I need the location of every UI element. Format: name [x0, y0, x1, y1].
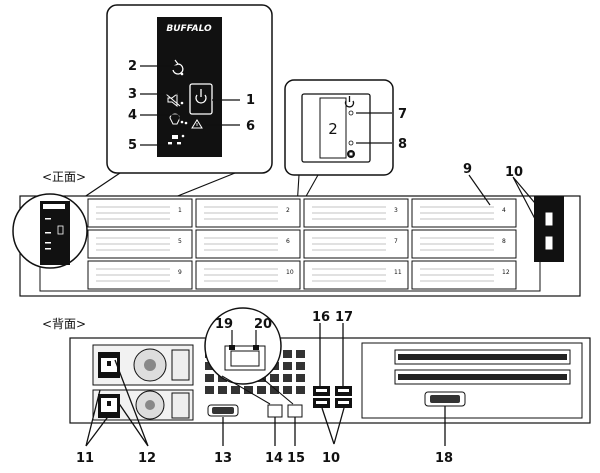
front-section-label: <正面> [42, 170, 86, 184]
vent-slot [205, 374, 214, 382]
callout-1: 1 [246, 93, 255, 108]
error-led [184, 121, 188, 125]
callout-10-rear: 10 [322, 451, 340, 466]
lan-port-1[interactable] [267, 404, 283, 418]
drive-bay-2[interactable]: 2 [195, 198, 301, 228]
drive-bay-label: 12 [502, 269, 510, 276]
vent-slot [205, 362, 214, 370]
front-panel-callout: BUFFALO [61, 4, 273, 237]
vent-slot [283, 374, 292, 382]
callout-4: 4 [128, 108, 137, 123]
callout-19: 19 [215, 317, 233, 332]
lock-icon [347, 150, 355, 158]
vent-slot [231, 386, 240, 394]
drive-bay-10[interactable]: 10 [195, 260, 301, 290]
lan-port-2[interactable] [287, 404, 303, 418]
vent-slot [296, 386, 305, 394]
callout-3: 3 [128, 87, 137, 102]
callout-18: 18 [435, 451, 453, 466]
vent-slot [257, 386, 266, 394]
drive-bay-label: 5 [178, 238, 182, 245]
callout-11: 11 [76, 451, 94, 466]
callout-13: 13 [214, 451, 232, 466]
drive-bay-5[interactable]: 5 [87, 229, 193, 259]
drive-bay-label: 6 [286, 238, 290, 245]
vent-slot [270, 386, 279, 394]
drive-bay-9[interactable]: 9 [87, 260, 193, 290]
power-supply-2 [92, 389, 194, 421]
usb-icon [544, 211, 554, 251]
vent-slot [283, 386, 292, 394]
drive-bay-3[interactable]: 3 [303, 198, 409, 228]
drive-bay-label: 9 [178, 269, 182, 276]
callout-10-front: 10 [505, 165, 523, 180]
drive-bay-label: 3 [394, 207, 398, 214]
callout-15: 15 [287, 451, 305, 466]
drive-bay-label: 4 [502, 207, 506, 214]
callout-14: 14 [265, 451, 283, 466]
drive-bay-label: 1 [178, 207, 182, 214]
callout-5: 5 [128, 138, 137, 153]
vent-slot [296, 350, 305, 358]
callout-20: 20 [254, 317, 272, 332]
drive-bay-6[interactable]: 6 [195, 229, 301, 259]
callout-16: 16 [312, 310, 330, 325]
vent-slot [218, 386, 227, 394]
callout-12: 12 [138, 451, 156, 466]
vent-slot [283, 362, 292, 370]
bay-number: 2 [328, 120, 338, 138]
drive-bay-4[interactable]: 4 [411, 198, 517, 228]
power-icon [344, 96, 355, 108]
reset-icon [172, 59, 184, 76]
callout-6: 6 [246, 119, 255, 134]
callout-17: 17 [335, 310, 353, 325]
error-icon [191, 119, 203, 129]
drive-bay-callout: 2 7 8 [284, 79, 407, 208]
drive-bay-label: 8 [502, 238, 506, 245]
network-icon [168, 134, 185, 145]
drive-error-led [348, 140, 354, 146]
drive-bay-label: 2 [286, 207, 290, 214]
drive-bay-11[interactable]: 11 [303, 260, 409, 290]
vent-slot [283, 350, 292, 358]
power-supply-1 [92, 344, 194, 386]
drive-bay-label: 7 [394, 238, 398, 245]
vga-port [424, 391, 466, 407]
expansion-slots [361, 342, 583, 419]
drive-status-led [348, 110, 354, 116]
left-ear-magnifier [12, 193, 88, 269]
vent-slot [270, 374, 279, 382]
vent-slot [244, 386, 253, 394]
callout-7: 7 [398, 107, 407, 122]
rear-usb-ports[interactable] [313, 386, 352, 408]
drive-bay-1[interactable]: 1 [87, 198, 193, 228]
drive-bay-12[interactable]: 12 [411, 260, 517, 290]
vent-slot [205, 386, 214, 394]
vent-slot [296, 374, 305, 382]
vent-slot [296, 362, 305, 370]
drive-bay-label: 10 [286, 269, 294, 276]
callout-8: 8 [398, 137, 407, 152]
drive-bay-8[interactable]: 8 [411, 229, 517, 259]
lan-port-magnifier: 19 20 [204, 307, 294, 405]
drive-bay-label: 11 [394, 269, 402, 276]
rear-chassis [69, 337, 591, 424]
callout-2: 2 [128, 59, 137, 74]
brand-logo: BUFFALO [166, 24, 212, 34]
power-button[interactable] [189, 83, 213, 115]
serial-port [207, 404, 239, 417]
drive-bay-7[interactable]: 7 [303, 229, 409, 259]
callout-9: 9 [463, 162, 472, 177]
rear-section-label: <背面> [42, 317, 86, 331]
right-ear-panel [534, 196, 564, 262]
mute-icon [165, 92, 184, 108]
